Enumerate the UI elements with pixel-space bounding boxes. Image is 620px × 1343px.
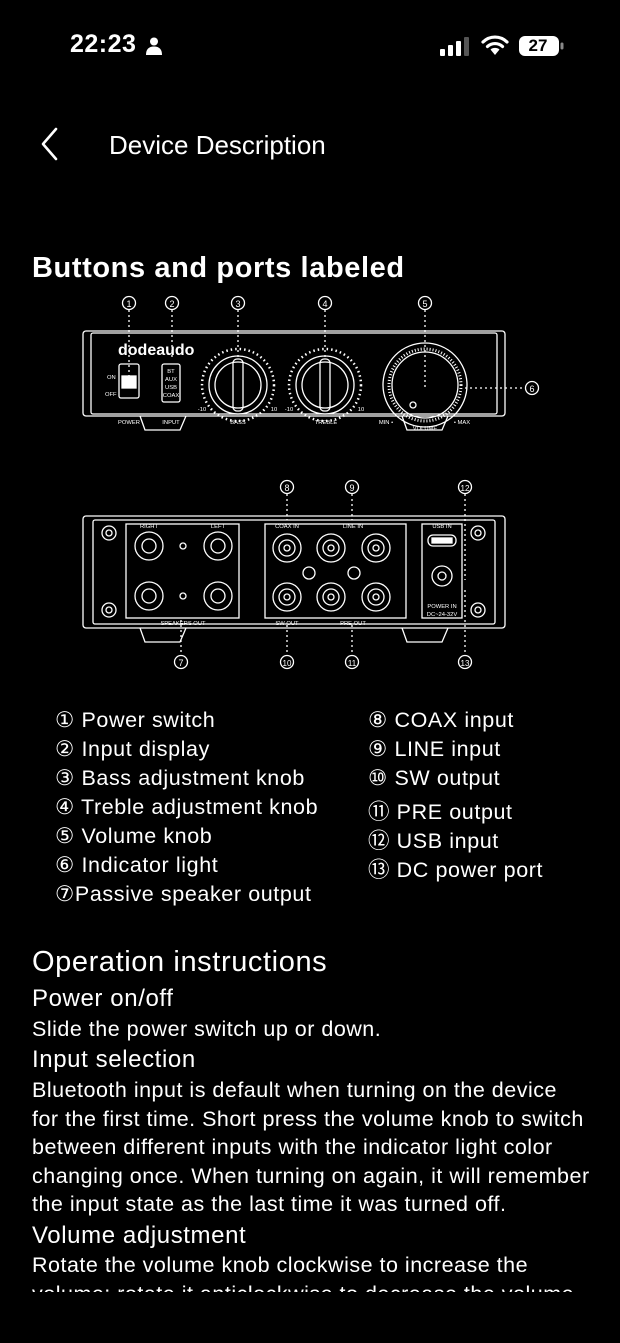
- battery-icon: [519, 36, 564, 56]
- svg-text:1: 1: [126, 299, 131, 309]
- svg-text:4: 4: [322, 299, 327, 309]
- svg-text:10: 10: [358, 407, 364, 413]
- svg-text:LEFT: LEFT: [211, 524, 226, 530]
- svg-text:5: 5: [422, 299, 427, 309]
- paragraph-power: Slide the power switch up or down.: [32, 1017, 382, 1041]
- svg-text:DC~24-32V: DC~24-32V: [427, 612, 458, 618]
- callout-8: 8: [279, 479, 295, 495]
- section-heading-operation: Operation instructions: [32, 946, 328, 978]
- svg-text:USB IN: USB IN: [432, 524, 451, 530]
- label-volume-knob: ⑤ Volume knob: [55, 824, 213, 848]
- callout-12: 12: [457, 479, 473, 495]
- svg-text:BT: BT: [167, 369, 175, 375]
- label-power-switch: ① Power switch: [55, 708, 216, 732]
- svg-text:MIN •: MIN •: [379, 420, 393, 426]
- svg-text:POWER: POWER: [118, 420, 140, 426]
- svg-text:SPEAKERS OUT: SPEAKERS OUT: [160, 621, 206, 627]
- svg-text:AUX: AUX: [165, 377, 177, 383]
- page-title: Device Description: [109, 130, 326, 160]
- label-dc-power-port: ⑬ DC power port: [368, 858, 544, 882]
- subheading-input: Input selection: [32, 1046, 196, 1073]
- wifi-icon: [481, 35, 509, 55]
- svg-text:2: 2: [169, 299, 174, 309]
- svg-text:COAX IN: COAX IN: [275, 524, 299, 530]
- svg-text:POWER IN: POWER IN: [427, 604, 456, 610]
- svg-text:3: 3: [235, 299, 240, 309]
- svg-text:TREBLE: TREBLE: [315, 420, 338, 426]
- svg-text:PRE OUT: PRE OUT: [340, 621, 366, 627]
- svg-text:8: 8: [284, 483, 289, 493]
- label-coax-input: ⑧ COAX input: [368, 708, 514, 732]
- svg-text:7: 7: [178, 658, 183, 668]
- callout-4: 4: [317, 295, 333, 311]
- svg-text:6: 6: [529, 384, 534, 394]
- svg-text:10: 10: [283, 659, 292, 668]
- callout-3: 3: [230, 295, 246, 311]
- label-line-input: ⑨ LINE input: [368, 737, 501, 761]
- status-time: 22:23: [70, 30, 137, 58]
- callout-11: 11: [344, 654, 360, 670]
- callout-10: 10: [279, 654, 295, 670]
- battery-level: 27: [528, 36, 548, 55]
- callout-2: 2: [164, 295, 180, 311]
- svg-text:RIGHT: RIGHT: [140, 524, 158, 530]
- label-speaker-output: ⑦Passive speaker output: [55, 882, 312, 906]
- status-bar: 22:23 27: [0, 0, 620, 90]
- svg-text:• MAX: • MAX: [454, 420, 470, 426]
- label-treble-knob: ④ Treble adjustment knob: [55, 795, 319, 819]
- label-pre-output: ⑪ PRE output: [368, 800, 513, 824]
- svg-text:13: 13: [461, 659, 470, 668]
- svg-text:VOLUME: VOLUME: [413, 426, 438, 432]
- label-input-display: ② Input display: [55, 737, 210, 761]
- person-icon: [146, 37, 162, 55]
- svg-text:INPUT: INPUT: [162, 420, 180, 426]
- subheading-volume: Volume adjustment: [32, 1222, 247, 1249]
- svg-text:ON: ON: [107, 375, 116, 381]
- section-heading-buttons: Buttons and ports labeled: [32, 252, 405, 284]
- callout-6: 6: [524, 380, 540, 396]
- callout-13: 13: [457, 654, 473, 670]
- svg-text:LINE IN: LINE IN: [343, 524, 363, 530]
- subheading-power: Power on/off: [32, 985, 174, 1012]
- back-chevron-icon[interactable]: [36, 124, 66, 164]
- callout-5: 5: [417, 295, 433, 311]
- label-bass-knob: ③ Bass adjustment knob: [55, 766, 305, 790]
- paragraph-input: Bluetooth input is default when turning …: [32, 1078, 590, 1216]
- svg-text:BASS: BASS: [230, 420, 246, 426]
- device-diagram: 1 2 3 4 5 6: [82, 295, 540, 670]
- cellular-signal-icon: [440, 37, 469, 56]
- svg-text:-10: -10: [198, 407, 206, 413]
- svg-text:12: 12: [461, 484, 470, 493]
- callout-7: 7: [173, 654, 189, 670]
- svg-text:OFF: OFF: [105, 392, 117, 398]
- svg-text:SW OUT: SW OUT: [275, 621, 299, 627]
- svg-text:USB: USB: [165, 385, 177, 391]
- svg-text:10: 10: [271, 407, 277, 413]
- label-sw-output: ⑩ SW output: [368, 766, 501, 790]
- label-indicator-light: ⑥ Indicator light: [55, 853, 219, 877]
- svg-text:-10: -10: [285, 407, 293, 413]
- callout-1: 1: [121, 295, 137, 311]
- paragraph-volume: Rotate the volume knob clockwise to incr…: [32, 1253, 574, 1292]
- svg-text:11: 11: [348, 659, 357, 668]
- brand-logo: dodeaudo: [118, 342, 195, 359]
- label-usb-input: ⑫ USB input: [368, 829, 499, 853]
- scroll-content[interactable]: Buttons and ports labeled 1 2 3 4 5 6: [0, 230, 620, 1292]
- callout-9: 9: [344, 479, 360, 495]
- svg-text:COAX: COAX: [163, 393, 180, 399]
- svg-text:9: 9: [349, 483, 354, 493]
